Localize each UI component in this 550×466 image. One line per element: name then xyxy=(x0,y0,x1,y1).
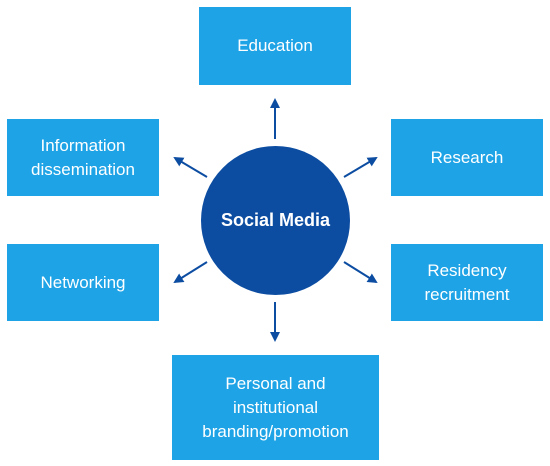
node-information-dissemination: Information dissemination xyxy=(7,119,159,196)
node-education: Education xyxy=(199,7,351,85)
arrow-to-research xyxy=(343,156,378,178)
node-research: Research xyxy=(391,119,543,196)
hub-social-media: Social Media xyxy=(201,146,350,295)
node-education-label: Education xyxy=(237,36,313,55)
node-networking-label: Networking xyxy=(40,272,126,292)
node-networking: Networking xyxy=(7,244,159,321)
arrow-to-residency-recruitment xyxy=(343,261,378,284)
hub-label: Social Media xyxy=(220,210,331,230)
arrow-to-networking xyxy=(173,261,208,284)
node-information-dissemination-label: Information dissemination xyxy=(31,135,135,179)
node-branding-label: Personal and institutional branding/prom… xyxy=(202,373,349,441)
node-branding: Personal and institutional branding/prom… xyxy=(172,355,379,460)
node-residency-recruitment: Residency recruitment xyxy=(391,244,543,321)
node-research-label: Research xyxy=(430,147,504,167)
node-residency-recruitment-label: Residency recruitment xyxy=(424,260,510,304)
arrow-to-information-dissemination xyxy=(173,156,208,178)
